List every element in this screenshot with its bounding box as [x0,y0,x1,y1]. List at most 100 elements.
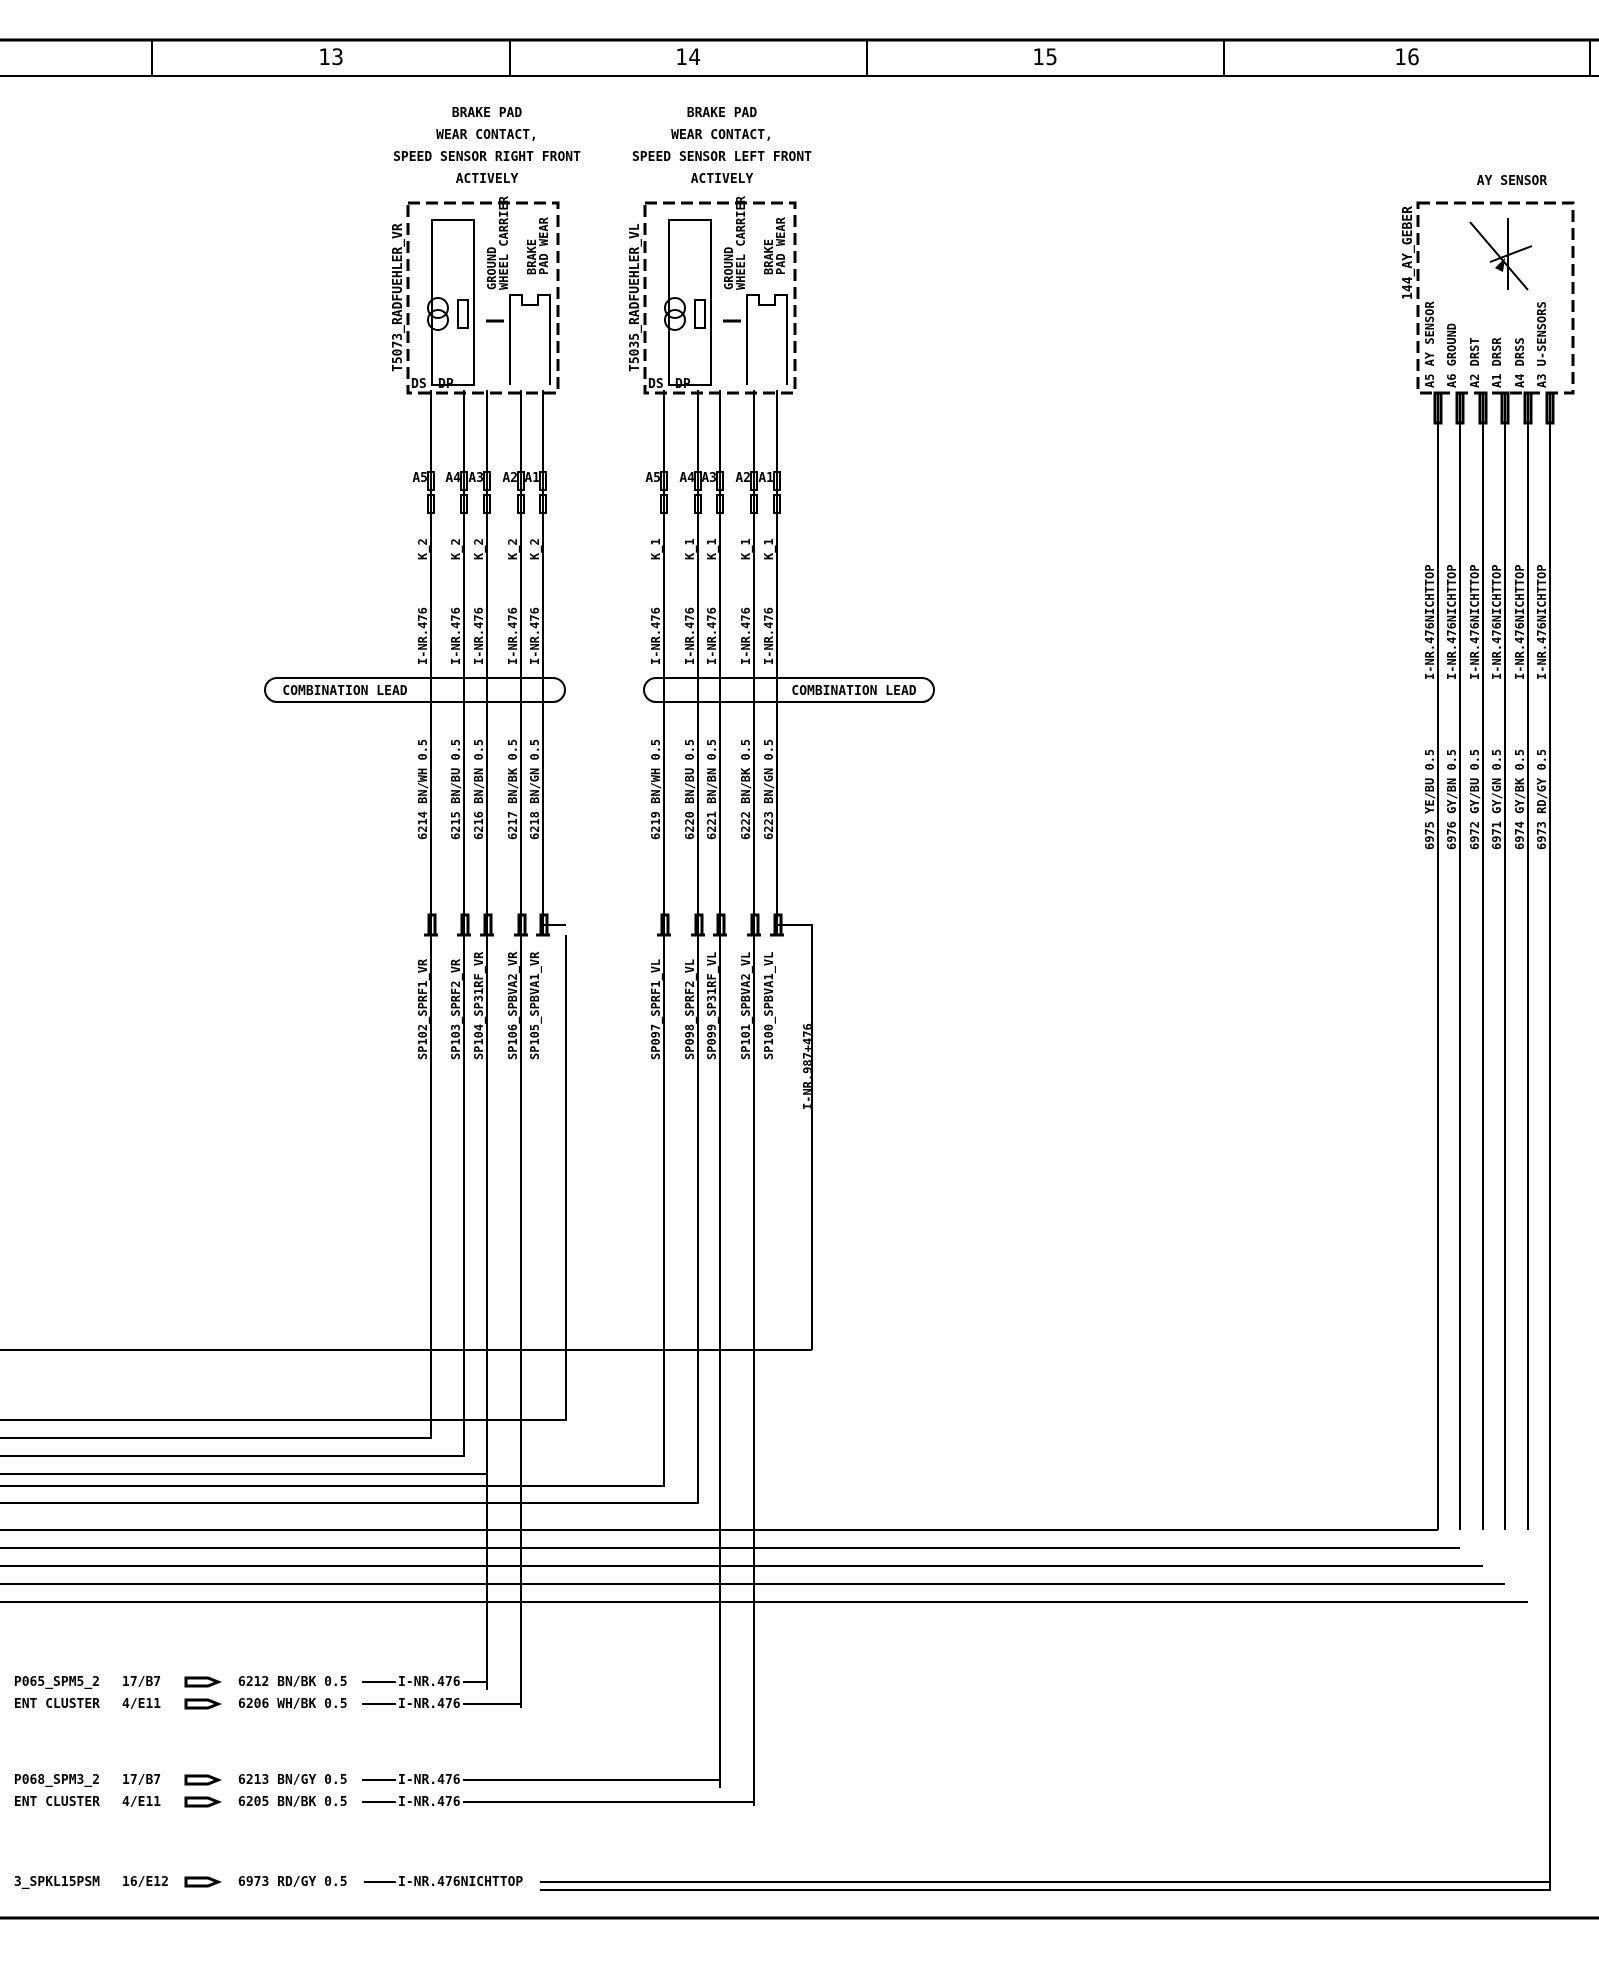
reference-wire: 6206 WH/BK 0.5 [238,1697,348,1712]
connector-label: K_1 [649,538,664,560]
reference-inr: I-NR.476 [398,1795,461,1810]
connector-arrow-icon [184,1774,223,1786]
wire-label: 6219 BN/WH 0.5 [649,739,663,840]
column-number: 14 [675,46,702,71]
pin-terminal [517,471,525,491]
pin-terminal [694,494,702,514]
trunk-wire [0,935,488,1475]
inr-label: I-NR.476 [762,607,776,665]
reference-wire: 6213 BN/GY 0.5 [238,1773,348,1788]
inr-label: I-NR.476NICHTTOP [1490,564,1504,680]
connector-label: K_2 [528,538,543,560]
combination-lead [643,677,935,703]
pin-terminal [750,471,758,491]
column-number: 13 [318,46,345,71]
splice-label: SP097_SPRF1_VL [649,959,664,1060]
pin-label: A4 [679,471,695,486]
pin-label: A3 [468,471,484,486]
connector-arrow-icon [184,1676,223,1688]
brake-pad-contact [746,294,788,385]
reference-wire: 6212 BN/BK 0.5 [238,1675,348,1690]
reference-wire: 6205 BN/BK 0.5 [238,1795,348,1810]
component-title: WEAR CONTACT, [671,128,773,143]
trunk-wire [0,935,699,1504]
pin-terminal [539,471,547,491]
sensor-element [431,219,475,386]
pin-terminal [517,494,525,514]
inr-label: I-NR.476 [506,607,520,665]
wire-label: 6973 RD/GY 0.5 [1535,749,1549,850]
inr-label: I-NR.476NICHTTOP [1468,564,1482,680]
component-id: T5035_RADFUEHLER_VL [628,223,643,372]
trunk-wire [0,935,465,1457]
pin-terminal [460,494,468,514]
pin-terminal [750,494,758,514]
pin-label: A2 [502,471,518,486]
inr-label: I-NR.476 [472,607,486,665]
reference-page: 4/E11 [122,1697,161,1712]
pin-terminal [427,471,435,491]
sensor-chip-icon [694,299,706,329]
pin-terminal [694,471,702,491]
brake-label: PAD WEAR [537,216,551,275]
brake-label: PAD WEAR [774,216,788,275]
sensor-coil-icon [664,297,686,319]
reference-source: ENT CLUSTER [14,1795,100,1810]
reference-inr: I-NR.476 [398,1697,461,1712]
connector-label: K_2 [472,538,487,560]
inr-label: I-NR.476 [705,607,719,665]
pin-label: A6 GROUND [1445,323,1459,388]
connector-label: K_1 [762,538,777,560]
component-id: T5073_RADFUEHLER_VR [391,223,406,372]
component-title: BRAKE PAD [452,106,523,121]
dp-label: DP [675,377,691,392]
wire-label: 6223 BN/GN 0.5 [762,739,776,840]
splice-label: SP103_SPRF2_VR [449,958,464,1060]
pin-label: A5 [645,471,661,486]
pin-label: A3 [701,471,717,486]
pin-terminal [660,471,668,491]
pin-terminal [460,471,468,491]
pin-terminal [483,471,491,491]
wire-label: 6974 GY/BK 0.5 [1513,749,1527,850]
inr-label: I-NR.476 [739,607,753,665]
connector-arrow-icon [184,1876,223,1888]
inr-label: I-NR.476NICHTTOP [1513,564,1527,680]
component-id: 144_AY_GEBER [1401,206,1416,300]
inr-label: I-NR.476NICHTTOP [1535,564,1549,680]
wire-label: 6221 BN/BN 0.5 [705,739,719,840]
dp-label: DP [438,377,454,392]
sensor-symbol [1469,221,1529,291]
sensor-symbol [1489,245,1533,263]
pin-label: A2 [735,471,751,486]
inr-label: I-NR.476 [449,607,463,665]
reference-wire: 6973 RD/GY 0.5 [238,1875,348,1890]
brake-label: BRAKE [525,239,539,275]
component-box [406,201,560,395]
pin-label: A1 [758,471,774,486]
connector-arrow-icon [184,1796,223,1808]
splice-label: SP106_SPBVA2_VR [506,951,521,1060]
pin-label: A1 DRSR [1490,337,1504,388]
splice-label: SP102_SPRF1_VR [416,958,431,1060]
wire-label: 6971 GY/GN 0.5 [1490,749,1504,850]
connector-label: K_2 [449,538,464,560]
wire-label: 6215 BN/BU 0.5 [449,739,463,840]
connector-label: K_1 [705,538,720,560]
pin-terminal [716,471,724,491]
reference-source: ENT CLUSTER [14,1697,100,1712]
splice-label: SP101_SPBVA2_VL [739,952,754,1060]
connector-label: K_1 [739,538,754,560]
pin-label: A4 [445,471,461,486]
reference-page: 17/B7 [122,1773,161,1788]
reference-inr: I-NR.476 [398,1675,461,1690]
component-box [1416,201,1575,395]
wire-label: 6972 GY/BU 0.5 [1468,749,1482,850]
wire-label: 6976 GY/BN 0.5 [1445,749,1459,850]
wire-label: 6216 BN/BN 0.5 [472,739,486,840]
ground-label: GROUND [722,247,736,290]
trunk-wire [0,935,665,1487]
combination-lead-label: COMBINATION LEAD [282,684,407,699]
extra-lead-label: I-NR.987+476 [801,1023,815,1110]
